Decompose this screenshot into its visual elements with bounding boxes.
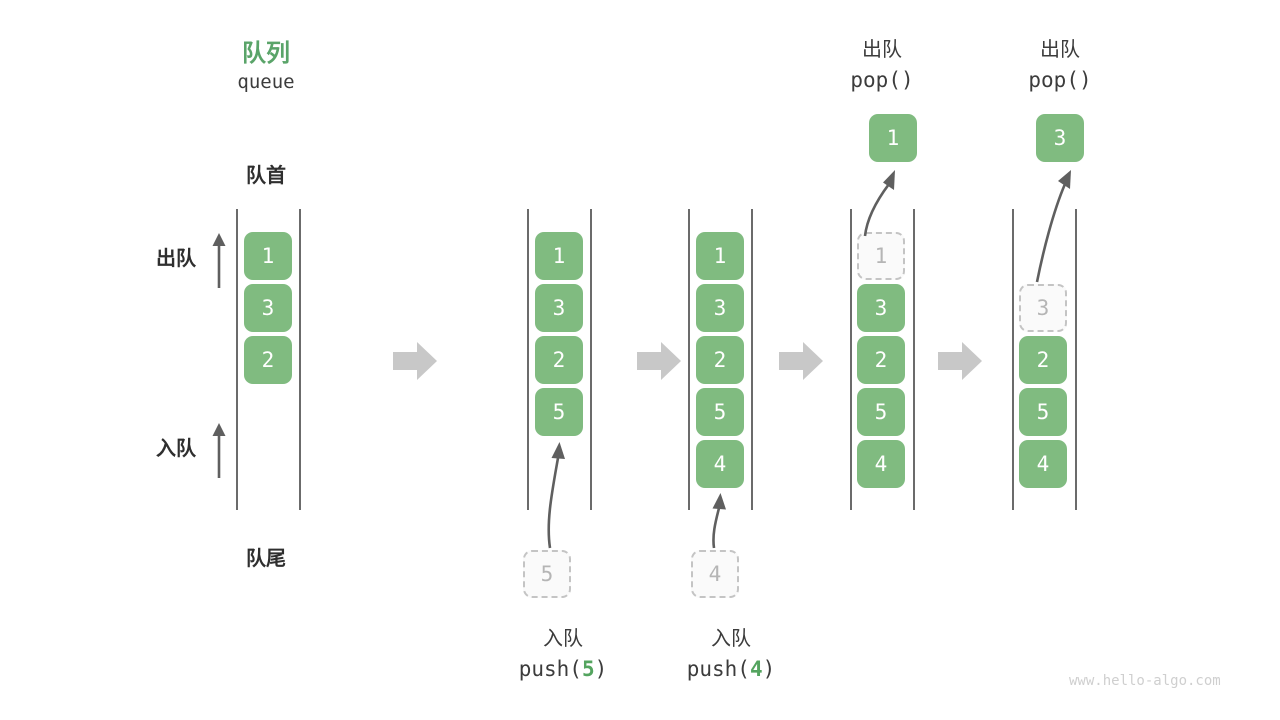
queue-cell: 1	[535, 232, 583, 280]
front-label: 队首	[246, 165, 286, 187]
queue-cell: 5	[535, 388, 583, 436]
incoming-cell: 5	[523, 550, 571, 598]
enqueue-direction-arrow-icon	[212, 423, 226, 478]
queue-cell: 2	[244, 336, 292, 384]
queue-rail-right-5	[1075, 209, 1077, 510]
queue-cell: 2	[1019, 336, 1067, 384]
queue-rail-right-3	[751, 209, 753, 510]
pop-op-label-cn: 出队	[1040, 39, 1080, 61]
push-op-code-arg: 5	[581, 657, 595, 681]
queue-rail-right-2	[590, 209, 592, 510]
step-arrow-icon	[779, 342, 823, 380]
diagram-title-cn: 队列	[242, 40, 290, 67]
queue-cell: 5	[696, 388, 744, 436]
pop-arrow-icon	[1035, 170, 1071, 283]
push-arrow-icon	[712, 493, 726, 549]
queue-rail-left-2	[527, 209, 529, 510]
push-op-code-arg: 4	[749, 657, 763, 681]
enqueue-direction-label: 入队	[156, 438, 196, 460]
step-arrow-icon	[637, 342, 681, 380]
queue-cell: 4	[857, 440, 905, 488]
watermark: www.hello-algo.com	[1069, 673, 1221, 689]
push-op-code-suffix: )	[594, 657, 608, 681]
queue-rail-left-3	[688, 209, 690, 510]
queue-rail-right-4	[913, 209, 915, 510]
queue-rail-left-5	[1012, 209, 1014, 510]
pop-arrow-icon	[863, 170, 895, 237]
push-op-label-cn: 入队	[711, 628, 751, 650]
queue-cell: 3	[857, 284, 905, 332]
queue-cell: 2	[535, 336, 583, 384]
queue-cell: 4	[696, 440, 744, 488]
queue-cell: 2	[857, 336, 905, 384]
queue-cell: 1	[857, 232, 905, 280]
popped-cell: 3	[1036, 114, 1084, 162]
queue-rail-left-1	[236, 209, 238, 510]
dequeue-direction-label: 出队	[156, 248, 196, 270]
queue-cell: 5	[857, 388, 905, 436]
diagram-title-en: queue	[237, 71, 295, 93]
push-op-code: push(5)	[483, 657, 643, 681]
push-op-code-prefix: push(	[518, 657, 582, 681]
popped-cell: 1	[869, 114, 917, 162]
queue-rail-left-4	[850, 209, 852, 510]
queue-cell: 4	[1019, 440, 1067, 488]
step-arrow-icon	[393, 342, 437, 380]
queue-cell: 5	[1019, 388, 1067, 436]
pop-op-code: pop()	[1028, 68, 1092, 92]
push-op-code-suffix: )	[762, 657, 776, 681]
push-op-code-prefix: push(	[686, 657, 750, 681]
pop-op-label-cn: 出队	[862, 39, 902, 61]
queue-cell: 3	[244, 284, 292, 332]
queue-cell: 3	[1019, 284, 1067, 332]
step-arrow-icon	[938, 342, 982, 380]
queue-cell: 1	[244, 232, 292, 280]
queue-rail-right-1	[299, 209, 301, 510]
dequeue-direction-arrow-icon	[212, 233, 226, 288]
queue-cell: 1	[696, 232, 744, 280]
push-arrow-icon	[547, 442, 565, 549]
rear-label: 队尾	[246, 548, 286, 570]
incoming-cell: 4	[691, 550, 739, 598]
queue-cell: 2	[696, 336, 744, 384]
queue-cell: 3	[535, 284, 583, 332]
push-op-label-cn: 入队	[543, 628, 583, 650]
pop-op-code: pop()	[850, 68, 914, 92]
push-op-code: push(4)	[651, 657, 811, 681]
queue-cell: 3	[696, 284, 744, 332]
